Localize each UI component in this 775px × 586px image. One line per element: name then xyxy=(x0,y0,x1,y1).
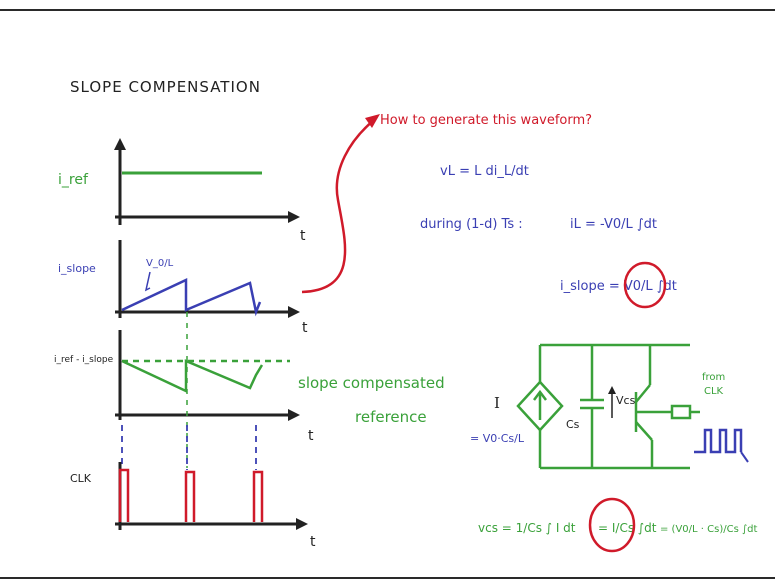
slide-title: SLOPE COMPENSATION xyxy=(70,78,261,96)
iref-x-arrow xyxy=(288,211,300,223)
eq-during: during (1-d) Ts : xyxy=(420,217,523,232)
circle-v0-over-l xyxy=(623,261,667,309)
eq-islope: i_slope = V0/L ∫dt xyxy=(560,279,677,294)
bottom-eq-rhs: = (V0/L · Cs)/Cs ∫dt xyxy=(660,524,758,535)
t-label-3: t xyxy=(308,428,314,444)
vcs-label: Vcs xyxy=(616,394,636,407)
current-source-diamond xyxy=(516,380,564,432)
compensated-note-2: reference xyxy=(355,408,427,426)
clk-x-arrow xyxy=(296,518,308,530)
cap-label: Cs xyxy=(566,418,580,431)
clk-plot: CLK t xyxy=(70,462,316,550)
compensated-note-1: slope compensated xyxy=(298,374,445,392)
source-label: I xyxy=(494,394,500,412)
question-text: How to generate this waveform? xyxy=(380,113,592,128)
clk-pulse-1 xyxy=(118,468,130,522)
clk-pulse-3 xyxy=(252,470,264,522)
bottom-eq-lhs: vcs = 1/Cs ∫ I dt xyxy=(478,521,576,535)
clk-input-pulses xyxy=(694,428,743,454)
source-value: = V0·Cs/L xyxy=(470,432,525,445)
clk-input-arrow xyxy=(740,451,749,463)
comp-label: i_ref - i_slope xyxy=(54,355,114,365)
eq-il: iL = -V0/L ∫dt xyxy=(570,217,657,232)
iref-label: i_ref xyxy=(58,172,89,188)
islope-x-arrow xyxy=(288,306,300,318)
vcs-arrow-head xyxy=(608,386,616,394)
sw-emitter xyxy=(635,421,653,441)
source-arrow-head xyxy=(533,389,547,401)
circle-i-over-cs xyxy=(588,497,636,553)
islope-label: i_slope xyxy=(58,262,96,275)
sw-collector xyxy=(635,384,651,403)
slope-annotation-arrow xyxy=(144,271,151,292)
compensated-plot: i_ref - i_slope slope compensated refere… xyxy=(54,330,445,444)
slope-annotation: V_0/L xyxy=(146,258,174,269)
question-arrow-head xyxy=(365,114,380,128)
comp-x-arrow xyxy=(288,409,300,421)
comp-sawtooth xyxy=(121,359,264,393)
bottom-eq-mid: = I/Cs ∫dt xyxy=(598,521,657,535)
islope-sawtooth xyxy=(121,278,262,317)
from-clk-label: CLK xyxy=(704,386,724,397)
eq-vl: vL = L di_L/dt xyxy=(440,164,529,179)
t-label-1: t xyxy=(300,228,306,244)
t-label-4: t xyxy=(310,534,316,550)
question-arrow xyxy=(301,119,375,294)
t-label-2: t xyxy=(302,320,308,336)
from-label: from xyxy=(702,372,725,383)
clk-pulse-2 xyxy=(184,470,196,522)
iref-plot: i_ref t xyxy=(58,138,306,244)
circuit xyxy=(516,343,700,470)
iref-y-arrow xyxy=(114,138,126,150)
clk-label: CLK xyxy=(70,472,92,485)
base-resistor xyxy=(670,404,692,420)
islope-plot: i_slope V_0/L t xyxy=(58,240,308,336)
